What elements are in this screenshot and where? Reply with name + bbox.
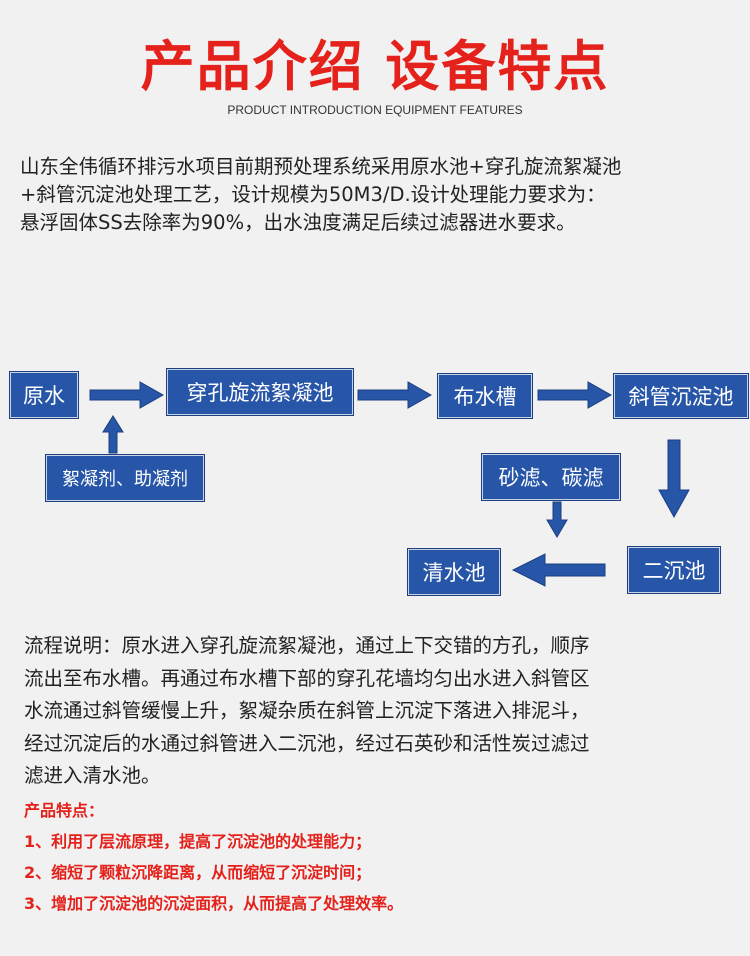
description-line: 流出至布水槽。再通过布水槽下部的穿孔花墙均匀出水进入斜管区 xyxy=(24,666,590,690)
product-features: 产品特点： 1、利用了层流原理，提高了沉淀池的处理能力； 2、缩短了颗粒沉降距离… xyxy=(24,795,729,919)
feature-item: 1、利用了层流原理，提高了沉淀池的处理能力； xyxy=(24,832,372,851)
description-line: 滤进入清水池。 xyxy=(24,764,161,787)
node-clear-water-tank: 清水池 xyxy=(408,549,500,595)
page-title: 产品介绍 设备特点 xyxy=(140,35,610,98)
description-line: 水流通过斜管缓慢上升，絮凝杂质在斜管上沉淀下落进入排泥斗， xyxy=(24,699,590,722)
intro-line: 悬浮固体SS去除率为90%，出水浊度满足后续过滤器进水要求。 xyxy=(20,211,576,234)
description-line: 流程说明：原水进入穿孔旋流絮凝池，通过上下交错的方孔，顺序 xyxy=(24,634,590,657)
feature-item: 3、增加了沉淀池的沉淀面积，从而提高了处理效率。 xyxy=(24,894,404,913)
feature-item: 2、缩短了颗粒沉降距离，从而缩短了沉淀时间； xyxy=(24,863,372,882)
node-flocculation-tank: 穿孔旋流絮凝池 xyxy=(167,369,353,415)
arrow-right-icon xyxy=(89,381,165,409)
intro-line: 山东全伟循环排污水项目前期预处理系统采用原水池+穿孔旋流絮凝池 xyxy=(20,155,622,178)
page-subtitle: PRODUCT INTRODUCTION EQUIPMENT FEATURES xyxy=(227,103,523,117)
node-inclined-tube-settler: 斜管沉淀池 xyxy=(614,374,748,418)
intro-paragraph: 山东全伟循环排污水项目前期预处理系统采用原水池+穿孔旋流絮凝池 +斜管沉淀池处理… xyxy=(20,153,745,237)
node-coagulant: 絮凝剂、助凝剂 xyxy=(46,455,204,501)
node-distribution-trough: 布水槽 xyxy=(438,374,532,418)
arrow-left-icon xyxy=(511,553,606,587)
intro-line: +斜管沉淀池处理工艺，设计规模为50M3/D.设计处理能力要求为： xyxy=(20,183,606,206)
arrow-right-icon xyxy=(357,381,433,409)
arrow-down-icon xyxy=(546,501,568,538)
node-raw-water: 原水 xyxy=(10,372,78,418)
arrow-up-icon xyxy=(102,415,124,454)
arrow-right-icon xyxy=(537,381,613,409)
node-secondary-settler: 二沉池 xyxy=(628,547,720,593)
node-sand-carbon-filter: 砂滤、碳滤 xyxy=(482,454,620,500)
process-description: 流程说明：原水进入穿孔旋流絮凝池，通过上下交错的方孔，顺序 流出至布水槽。再通过… xyxy=(24,630,729,793)
arrow-down-icon xyxy=(658,439,690,519)
features-heading: 产品特点： xyxy=(24,801,105,820)
description-line: 经过沉淀后的水通过斜管进入二沉池，经过石英砂和活性炭过滤过 xyxy=(24,731,590,755)
